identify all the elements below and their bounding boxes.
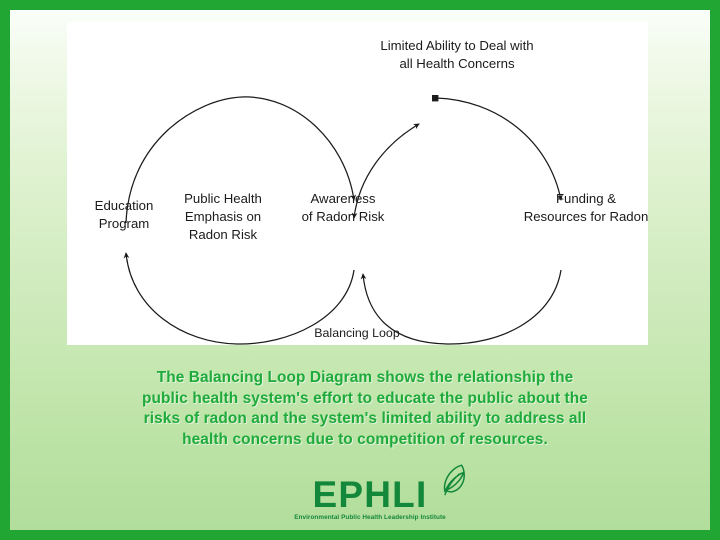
- svg-text:Public Health: Public Health: [184, 191, 262, 206]
- svg-text:Limited Ability to Deal with: Limited Ability to Deal with: [380, 38, 533, 53]
- caption-line-4: health concerns due to competition of re…: [182, 430, 548, 448]
- svg-text:Emphasis on: Emphasis on: [185, 209, 261, 224]
- balancing-loop-label: Balancing Loop: [314, 326, 400, 340]
- arc-awareness-to-education: [123, 252, 355, 345]
- node-awareness-radon-risk: Awareness of Radon Risk: [302, 191, 385, 224]
- svg-text:Awareness: Awareness: [311, 191, 376, 206]
- svg-text:of Radon Risk: of Radon Risk: [302, 209, 385, 224]
- ephli-tagline: Environmental Public Health Leadership I…: [294, 514, 446, 521]
- quill-feather-icon: [443, 464, 465, 496]
- svg-text:Resources for Radon: Resources for Radon: [524, 209, 648, 224]
- ephli-wordmark: EPHLI: [312, 474, 428, 515]
- arc-limited-to-funding: [435, 97, 563, 201]
- arc-tail-marker: [432, 95, 439, 102]
- arc-funding-to-awareness: [360, 269, 562, 345]
- arrow-awareness-limited-ability: [351, 123, 420, 219]
- svg-text:Program: Program: [99, 216, 150, 231]
- svg-text:Funding &: Funding &: [556, 191, 616, 206]
- node-education-program: Education Program: [95, 198, 154, 231]
- causal-loop-diagram: Limited Ability to Deal with all Health …: [95, 38, 648, 345]
- svg-text:all Health Concerns: all Health Concerns: [399, 56, 514, 71]
- ephli-logo: EPHLI Environmental Public Health Leader…: [10, 464, 720, 524]
- caption-line-1: The Balancing Loop Diagram shows the rel…: [156, 369, 574, 386]
- slide-caption: The Balancing Loop Diagram shows the rel…: [38, 368, 692, 450]
- node-funding-resources: Funding & Resources for Radon: [524, 191, 648, 224]
- caption-line-2: public health system's effort to educate…: [142, 389, 588, 407]
- caption-line-3: risks of radon and the system's limited …: [143, 410, 587, 427]
- diagram-panel: Limited Ability to Deal with all Health …: [67, 22, 648, 345]
- arc-education-to-awareness: [125, 96, 357, 224]
- svg-text:Education: Education: [95, 198, 154, 213]
- svg-text:Radon Risk: Radon Risk: [189, 227, 258, 242]
- node-public-health-emphasis: Public Health Emphasis on Radon Risk: [184, 191, 262, 242]
- node-limited-ability: Limited Ability to Deal with all Health …: [380, 38, 533, 71]
